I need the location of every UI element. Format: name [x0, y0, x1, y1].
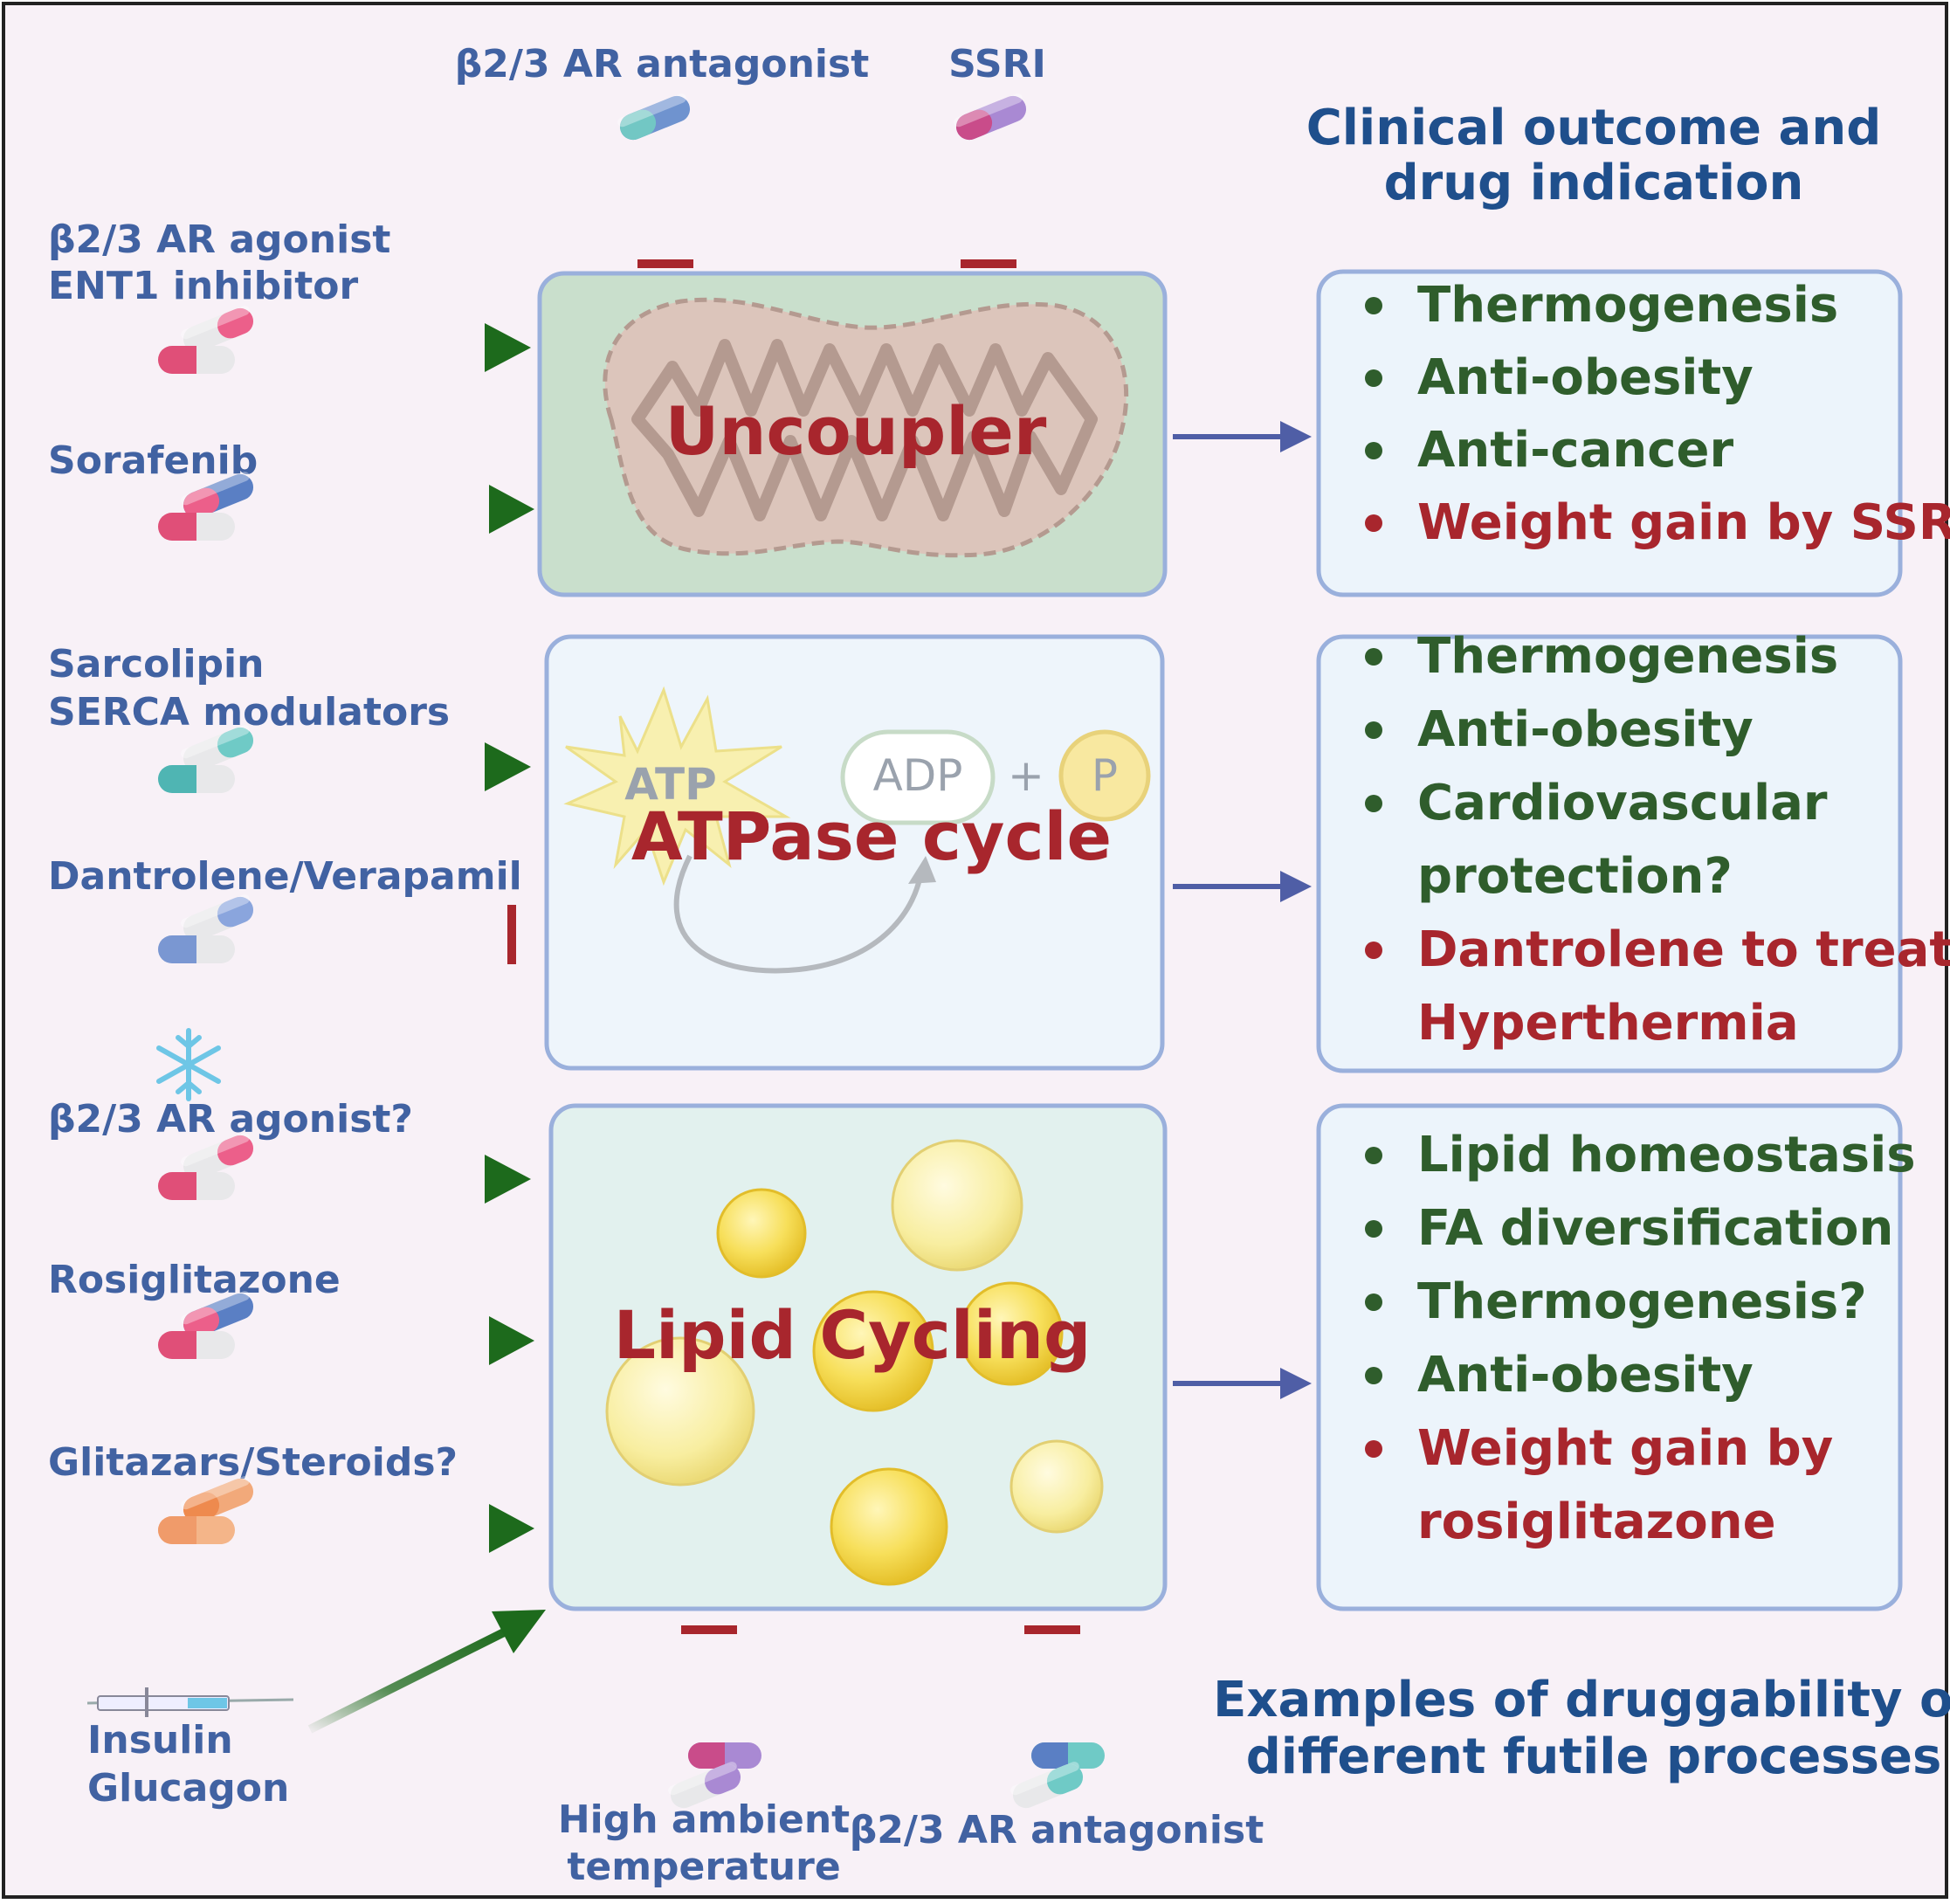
- pill-icon: [158, 725, 254, 793]
- lipid-outcome-item: Lipid homeostasis: [1417, 1127, 1916, 1183]
- uncoupler-outcome-box: [1316, 269, 1903, 597]
- bullet-dot: [1365, 369, 1382, 387]
- uncoupler-outcome-item: Weight gain by SSRI: [1417, 494, 1950, 551]
- cycle-arrowhead-icon: [908, 856, 936, 884]
- rosiglitazone-label: Rosiglitazone: [48, 1258, 341, 1302]
- pill-icon: [954, 93, 1027, 141]
- lipid-outcome-item: FA diversification: [1417, 1200, 1893, 1257]
- pill-icon: [158, 1291, 254, 1359]
- lipid-outcome-item: Weight gain by: [1417, 1420, 1833, 1477]
- bullet-dot: [1365, 514, 1382, 532]
- bullet-dot: [1365, 648, 1382, 666]
- footer-line2: different futile processes: [1246, 1728, 1942, 1785]
- mitochondrion-icon: [603, 297, 1129, 558]
- atpase-outcome-item: Cardiovascular: [1417, 775, 1828, 831]
- pill-icon: [158, 894, 254, 963]
- snowflake-icon: [156, 1028, 221, 1101]
- bullet-dot: [1365, 442, 1382, 459]
- lipid-title: Lipid Cycling: [614, 1296, 1092, 1374]
- uncoupler-outcome-item: Anti-cancer: [1417, 422, 1733, 479]
- atp-burst-icon: [563, 686, 791, 886]
- bullet-dot: [1365, 1147, 1382, 1164]
- adp-pill: [840, 729, 996, 825]
- activation-arrow: [262, 323, 531, 372]
- bullet-dot: [1365, 1440, 1382, 1458]
- outcome-arrow: [1173, 421, 1312, 452]
- pill-icon: [158, 306, 254, 374]
- outcome-header-line1: Clinical outcome and: [1306, 100, 1882, 156]
- pill-icon: [617, 93, 691, 141]
- high-temp-label-line2: temperature: [567, 1845, 840, 1889]
- bullet-dot: [1365, 1367, 1382, 1384]
- atpase-outcome-item: Dantrolene to treat: [1417, 921, 1950, 978]
- atp-label: ATP: [624, 759, 717, 810]
- uncoupler-outcome-item: Anti-obesity: [1417, 349, 1754, 406]
- activation-arrow: [266, 485, 534, 534]
- activation-arrow: [262, 1155, 531, 1204]
- top-ssri-label: SSRI: [948, 42, 1046, 86]
- agonist-label-line1: β2/3 AR agonist: [48, 217, 390, 262]
- inhibition-line: [637, 147, 693, 268]
- outcome-arrow: [1173, 1368, 1312, 1399]
- uncoupler-outcome-item: Thermogenesis: [1417, 277, 1838, 334]
- phosphate-label: P: [1092, 750, 1118, 801]
- pill-icon: [158, 1476, 254, 1544]
- activation-arrow: [307, 1610, 546, 1734]
- cycle-arrow-icon: [673, 854, 924, 974]
- sarcolipin-label-line1: Sarcolipin: [48, 642, 264, 686]
- dantrolene-label: Dantrolene/Verapamil: [48, 854, 522, 899]
- sorafenib-label: Sorafenib: [48, 438, 258, 483]
- footer-line1: Examples of druggability of: [1213, 1672, 1950, 1728]
- sarcolipin-label-line2: SERCA modulators: [48, 690, 450, 735]
- inhibition-line: [1024, 1625, 1080, 1729]
- pill-icon: [158, 1133, 254, 1200]
- outcome-lists: ThermogenesisAnti-obesityAnti-cancerWeig…: [1365, 277, 1950, 1550]
- activation-arrow: [266, 1316, 534, 1365]
- high-temp-label-line1: High ambient: [558, 1797, 850, 1842]
- bullet-dot: [1365, 721, 1382, 739]
- atpase-outcome-box: [1316, 634, 1903, 1073]
- bullet-dot: [1365, 1293, 1382, 1311]
- adp-label: ADP: [873, 750, 963, 801]
- atpase-title: ATPase cycle: [631, 797, 1112, 875]
- atpase-outcome-item: protection?: [1417, 848, 1733, 905]
- agonist-q-label: β2/3 AR agonist?: [48, 1097, 413, 1142]
- plus-sign: +: [1008, 750, 1044, 801]
- inhibition-line: [681, 1625, 737, 1729]
- lipid-outcome-item: rosiglitazone: [1417, 1494, 1776, 1550]
- bullet-dot: [1365, 297, 1382, 314]
- syringe-icon: [86, 1687, 294, 1717]
- outcome-header-line2: drug indication: [1384, 155, 1804, 211]
- top-antagonist-label: β2/3 AR antagonist: [455, 42, 869, 86]
- atpase-outcome-item: Anti-obesity: [1417, 701, 1754, 758]
- uncoupler-title: Uncoupler: [665, 392, 1047, 470]
- inhibition-line: [961, 147, 1016, 268]
- activation-arrow: [266, 1504, 534, 1553]
- bottom-antagonist-label: β2/3 AR antagonist: [850, 1808, 1264, 1852]
- bullet-dot: [1365, 942, 1382, 959]
- glucagon-label: Glucagon: [87, 1766, 289, 1811]
- lipid-droplets-icon: [605, 1139, 1104, 1586]
- phosphate-circle: [1058, 729, 1151, 822]
- outcome-arrow: [1173, 871, 1312, 902]
- activation-arrow: [262, 742, 531, 791]
- insulin-label: Insulin: [87, 1718, 233, 1763]
- atpase-outcome-item: Thermogenesis: [1417, 628, 1838, 685]
- atpase-outcome-item: Hyperthermia: [1417, 995, 1799, 1052]
- glitazars-label: Glitazars/Steroids?: [48, 1440, 458, 1485]
- lipid-outcome-item: Anti-obesity: [1417, 1347, 1754, 1404]
- inhibition-line: [281, 905, 516, 964]
- pill-icon: [1010, 1742, 1105, 1809]
- bullet-dot: [1365, 1220, 1382, 1238]
- bullet-dot: [1365, 795, 1382, 812]
- pill-icon: [158, 472, 254, 541]
- lipid-outcome-item: Thermogenesis?: [1417, 1273, 1867, 1330]
- agonist-label-line2: ENT1 inhibitor: [48, 264, 358, 308]
- lipid-outcome-box: [1316, 1103, 1903, 1611]
- pill-icon: [668, 1742, 761, 1809]
